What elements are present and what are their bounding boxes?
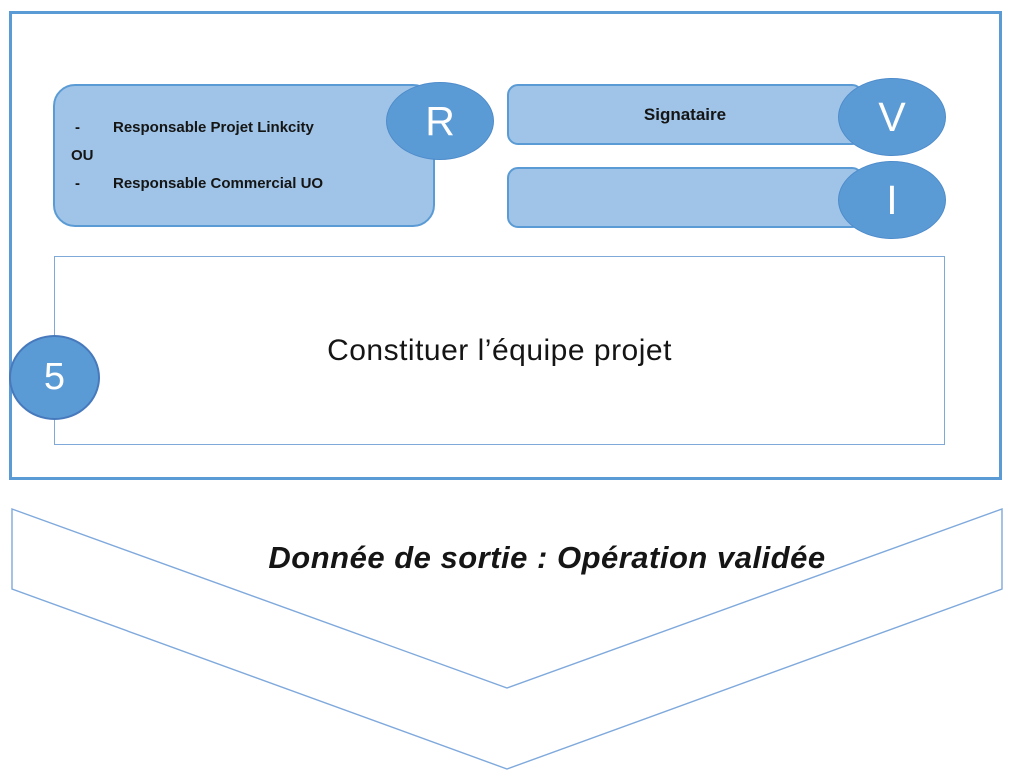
role-text: Responsable Commercial UO	[113, 175, 324, 192]
step-number-badge: 5	[9, 335, 100, 420]
raci-badge-v: V	[838, 78, 946, 156]
bullet-dash: -	[75, 119, 80, 136]
bullet-dash: -	[75, 175, 80, 192]
raci-badge-r: R	[386, 82, 494, 160]
roles-box: - Responsable Projet Linkcity OU - Respo…	[53, 84, 435, 227]
role-line: OU	[71, 142, 425, 170]
role-line: - Responsable Commercial UO	[71, 170, 425, 198]
output-data-label: Donnée de sortie : Opération validée	[268, 540, 826, 575]
task-label: Constituer l’équipe projet	[327, 333, 672, 367]
role-line: - Responsable Projet Linkcity	[71, 114, 425, 142]
raci-badge-i: I	[838, 161, 946, 239]
signataire-box: Signataire	[507, 84, 863, 145]
chevron-outline	[11, 508, 1003, 770]
task-box: Constituer l’équipe projet	[54, 256, 945, 445]
signataire-label: Signataire	[643, 104, 727, 124]
role-text: OU	[71, 147, 94, 164]
empty-role-box	[507, 167, 863, 228]
role-text: Responsable Projet Linkcity	[113, 119, 314, 136]
